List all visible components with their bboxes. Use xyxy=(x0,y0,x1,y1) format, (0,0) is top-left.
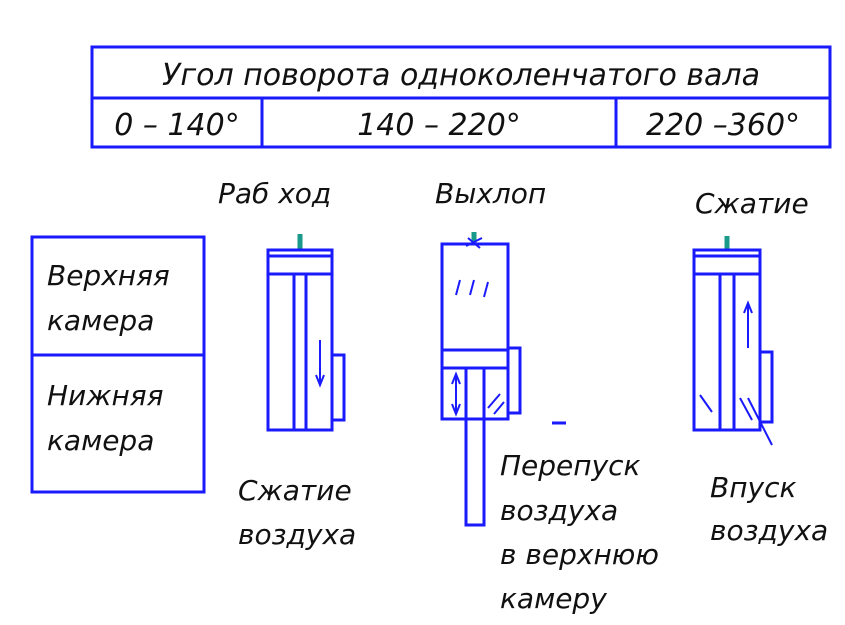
piston-3 xyxy=(692,254,762,276)
angle-range-1: 0 – 140° xyxy=(114,108,239,143)
angle-range-2: 140 – 220° xyxy=(357,108,521,143)
stage-3-bottom-line-1: Впуск xyxy=(710,471,796,504)
piston-2 xyxy=(440,348,510,370)
stage-2-bottom-line-2: воздуха xyxy=(500,494,618,527)
bidir-arrow-2-heads xyxy=(451,371,461,417)
angle-range-3: 220 –360° xyxy=(646,108,800,143)
cylinder-2-body xyxy=(440,242,510,421)
cylinder-3 xyxy=(692,236,774,446)
piston-rod-3 xyxy=(718,272,736,432)
diag-strokes-3 xyxy=(699,394,773,446)
piston-rod-2 xyxy=(464,366,486,527)
stage-3-bottom-line-2: воздуха xyxy=(710,514,828,547)
piston-1 xyxy=(266,254,334,276)
cylinder-1 xyxy=(266,234,346,432)
stage-exhaust: Выхлоп Перепуск воздуха в верхнюю камеру xyxy=(435,177,659,615)
lower-chamber-line-2: камера xyxy=(47,424,154,457)
stage-2-bottom-line-1: Перепуск xyxy=(500,449,641,482)
stage-1-top-label: Раб ход xyxy=(218,177,331,210)
exhaust-strokes xyxy=(455,279,489,298)
upper-chamber-line-2: камера xyxy=(47,304,154,337)
chamber-table-frame xyxy=(30,235,206,494)
stage-1-bottom-line-1: Сжатие xyxy=(238,474,352,507)
chamber-table: Верхняя камера Нижняя камера xyxy=(30,235,206,494)
stage-2-bottom-line-4: камеру xyxy=(500,582,607,615)
stage-1-bottom-line-2: воздуха xyxy=(238,518,356,551)
crank-angle-table: Угол поворота одноколенчатого вала 0 – 1… xyxy=(90,45,832,149)
flow-arrow-1-head xyxy=(315,374,325,388)
side-port-3 xyxy=(758,350,774,424)
up-arrow-3-head xyxy=(743,300,753,314)
side-port-2 xyxy=(506,346,522,415)
stage-power-stroke: Раб ход Сжатие воздуха xyxy=(218,177,356,551)
cylinder-1-body xyxy=(266,248,334,432)
stage-2-bottom-line-3: в верхнюю xyxy=(500,538,659,571)
table-title: Угол поворота одноколенчатого вала xyxy=(162,58,760,93)
stage-compression: Сжатие Впуск воздуха xyxy=(692,187,828,547)
side-port-1 xyxy=(330,353,346,422)
lower-chamber-line-1: Нижняя xyxy=(47,379,163,412)
stage-2-top-label: Выхлоп xyxy=(435,177,546,210)
piston-rod-1 xyxy=(292,272,308,432)
diag-strokes-2 xyxy=(487,393,505,415)
upper-chamber-line-1: Верхняя xyxy=(47,259,170,292)
stage-3-top-label: Сжатие xyxy=(695,187,809,220)
cylinder-2 xyxy=(440,232,566,527)
